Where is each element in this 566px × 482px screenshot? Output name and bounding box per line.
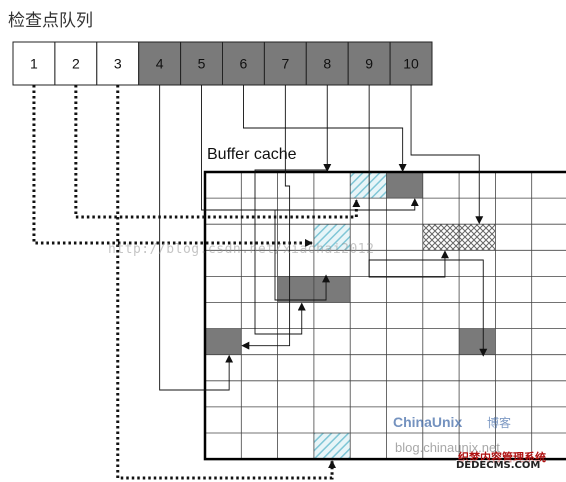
buffer-cache-title: Buffer cache [207,146,297,163]
cache-block-hatched [313,224,351,251]
queue-item-label: 10 [403,56,419,72]
cache-block-dirty [205,328,242,355]
cache-block-dirty [313,276,351,303]
buffer-cache-grid [203,170,566,461]
watermark-url: http://blog.csdn.net/xiaohai2012 [108,242,375,257]
cache-block-dirty [386,172,423,199]
cache-block-crosshatched [422,224,460,251]
link-9b [368,259,488,357]
link-1 [32,85,313,247]
queue-item-label: 4 [156,56,164,72]
watermark-blog: blog.chinaunix.net [395,440,500,455]
queue-item-label: 9 [365,56,373,72]
grid-background [205,172,566,460]
link-2 [74,85,361,219]
queue-item-4 [138,41,182,86]
link-5 [201,85,419,211]
checkpoint-queue-title: 检查点队列 [8,11,93,31]
watermark-site: DEDECMS.COM [456,460,541,471]
cache-block-hatched [313,433,351,460]
queue-item-label: 5 [198,56,206,72]
link-4 [159,85,234,391]
cache-block-dirty [277,276,314,303]
queue-item-10 [389,41,433,86]
link-6 [243,85,407,172]
queue-to-cache-links [32,85,488,480]
queue-item-8 [305,41,349,86]
link-5b [274,210,331,301]
queue-item-5 [180,41,224,86]
link-8 [254,85,328,335]
cache-block-hatched [350,172,387,199]
watermark-brand: ChinaUnix [393,414,463,430]
cache-block-crosshatched [459,224,496,251]
link-7 [241,85,291,350]
queue-item-label: 8 [323,56,331,72]
cache-block-dirty [459,328,496,355]
watermark-brand-cn: 博客 [487,416,512,430]
checkpoint-queue: 1 2 3 4 5 6 7 8 9 10 [12,41,433,86]
queue-item-label: 1 [30,56,38,72]
queue-item-label: 2 [72,56,80,72]
grid-border [203,170,566,461]
link-10 [410,85,484,225]
queue-item-9 [347,41,391,86]
queue-item-label: 7 [281,56,289,72]
queue-item-label: 6 [240,56,248,72]
link-9 [368,85,449,278]
queue-item-label: 3 [114,56,122,72]
queue-item-3 [96,41,140,86]
queue-item-7 [263,41,307,86]
